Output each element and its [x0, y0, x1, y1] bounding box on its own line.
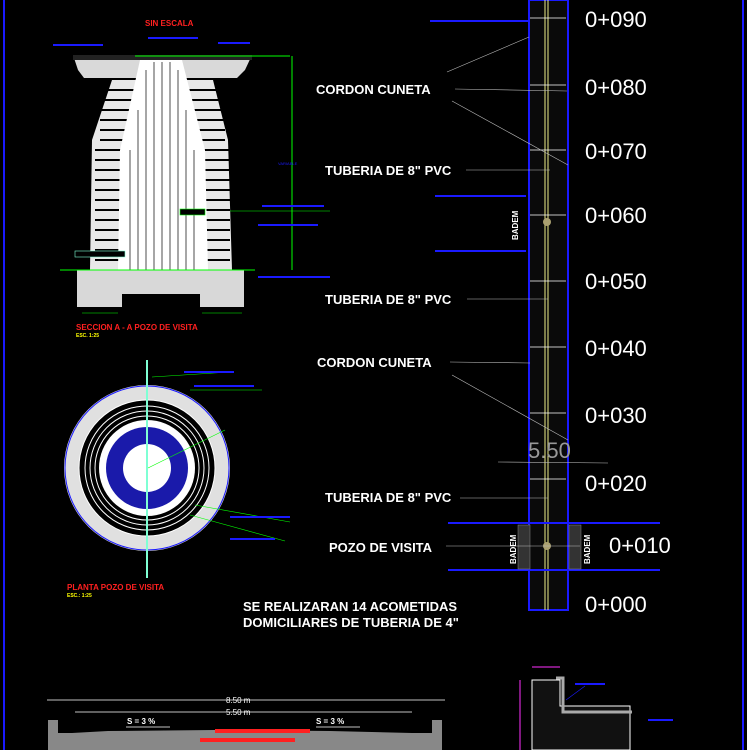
note-line: SE REALIZARAN 14 ACOMETIDAS — [243, 599, 457, 614]
badem-label: BADEM — [511, 210, 520, 240]
variable-dim: VARIABLE — [278, 161, 298, 166]
station-label: 0+020 — [585, 471, 647, 496]
road-cross-section: 8.50 m 5.50 m S = 3 % S = 3 % — [47, 666, 673, 750]
curb-detail — [519, 666, 673, 750]
total-width-dim: 8.50 m — [226, 696, 251, 705]
section-manhole: SIN ESCALA — [53, 19, 330, 339]
plan-title: PLANTA POZO DE VISITA — [67, 583, 164, 592]
slope-left: S = 3 % — [127, 717, 155, 726]
station-label: 0+080 — [585, 75, 647, 100]
station-label: 0+090 — [585, 7, 647, 32]
label-tuberia: TUBERIA DE 8" PVC — [325, 163, 452, 178]
road-width-dim: 5.50 — [528, 438, 571, 463]
station-label: 0+060 — [585, 203, 647, 228]
station-label: 0+070 — [585, 139, 647, 164]
station-label: 0+050 — [585, 269, 647, 294]
section-title: SECCION A - A POZO DE VISITA — [76, 323, 198, 332]
label-tuberia: TUBERIA DE 8" PVC — [325, 292, 452, 307]
no-scale-label: SIN ESCALA — [145, 19, 194, 28]
label-cordon-cuneta: CORDON CUNETA — [316, 82, 431, 97]
station-label: 0+040 — [585, 336, 647, 361]
note-line: DOMICILIARES DE TUBERIA DE 4" — [243, 615, 459, 630]
station-label: 0+030 — [585, 403, 647, 428]
road-width-dim: 5.50 m — [226, 708, 251, 717]
label-tuberia: TUBERIA DE 8" PVC — [325, 490, 452, 505]
station-label: 0+000 — [585, 592, 647, 617]
plan-manhole: PLANTA POZO DE VISITA ESC.: 1:25 — [64, 360, 291, 599]
plan-scale: ESC.: 1:25 — [67, 593, 92, 599]
badem-label: BADEM — [583, 534, 592, 564]
slope-right: S = 3 % — [316, 717, 344, 726]
station-label: 0+010 — [609, 533, 671, 558]
section-scale: ESC. 1:25 — [76, 333, 99, 339]
badem-label: BADEM — [509, 534, 518, 564]
label-pozo-de-visita: POZO DE VISITA — [329, 540, 433, 555]
label-cordon-cuneta: CORDON CUNETA — [317, 355, 432, 370]
road-plan: 5.50 CORDON CUNETA TUBERIA DE 8" PVC TUB… — [243, 0, 671, 630]
